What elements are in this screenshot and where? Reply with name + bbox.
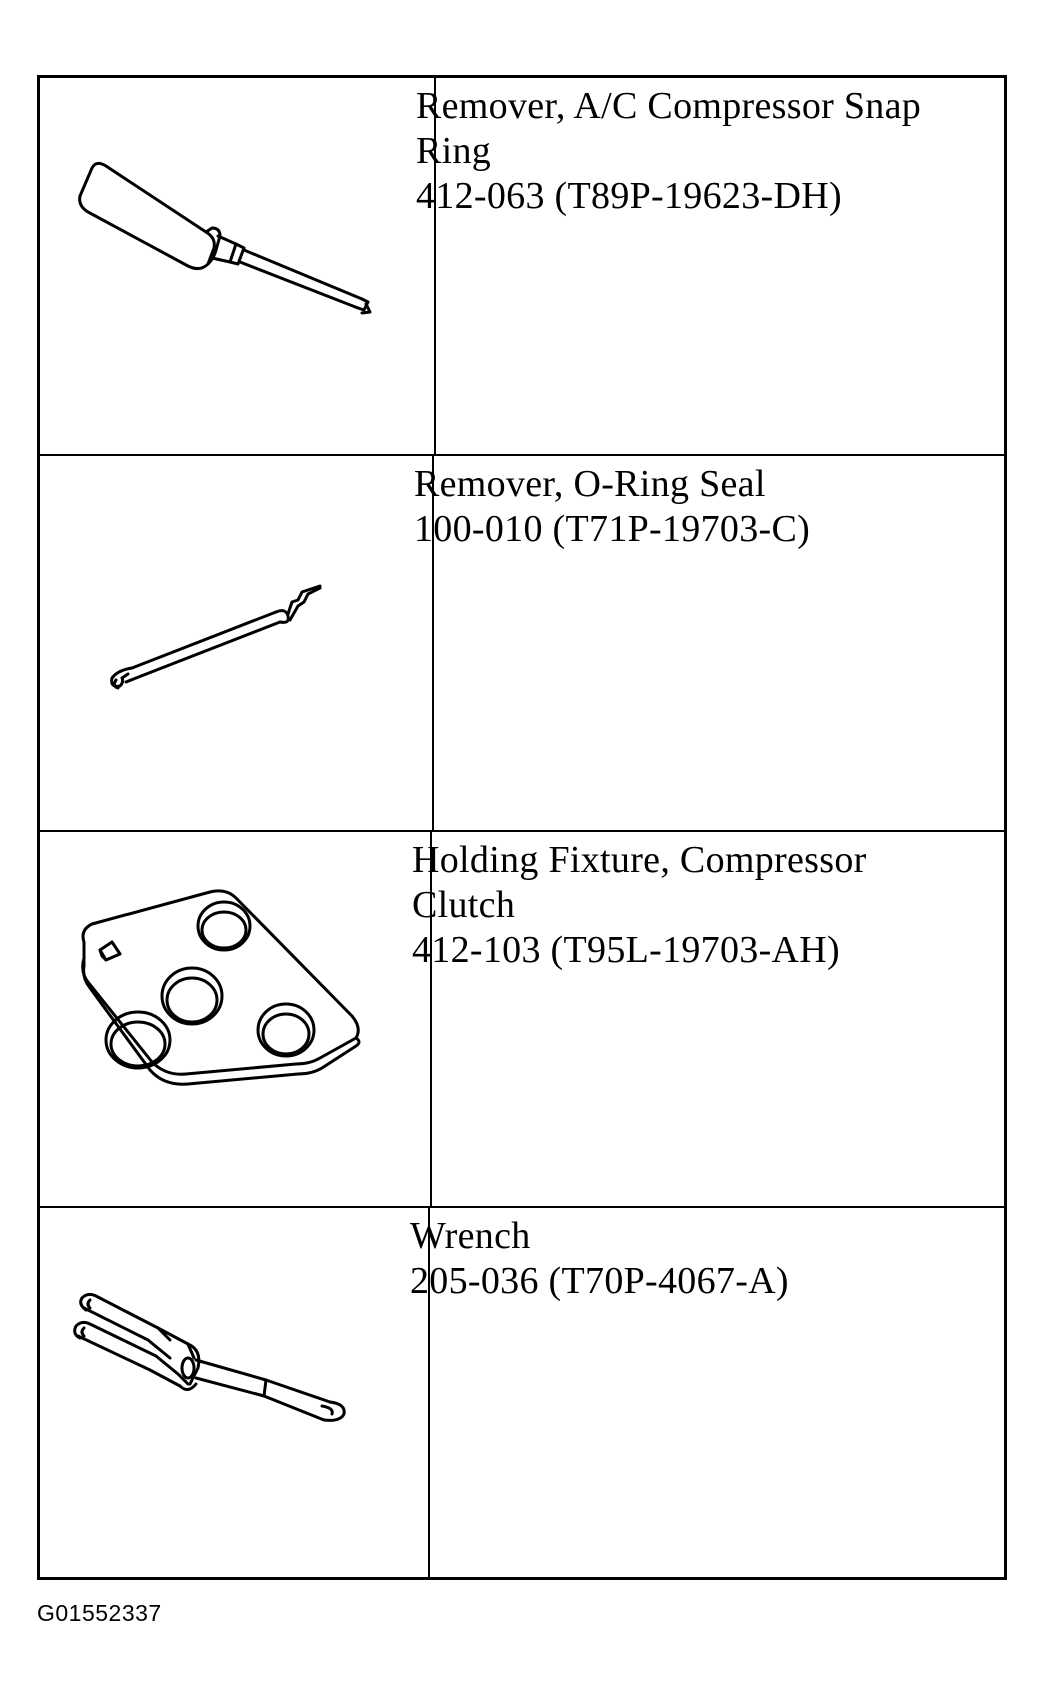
tool-description: Wrench 205-036 (T70P-4067-A) [410, 1214, 789, 1304]
tool-row: Holding Fixture, Compressor Clutch 412-1… [40, 832, 1004, 1206]
tool-part-number: 412-103 (T95L-19703-AH) [412, 929, 840, 971]
tool-part-number: 100-010 (T71P-19703-C) [414, 508, 811, 550]
tool-part-number: 412-063 (T89P-19623-DH) [416, 175, 842, 217]
tool-part-number: 205-036 (T70P-4067-A) [410, 1260, 789, 1302]
wrench-icon [73, 1292, 346, 1422]
figure-id: G01552337 [37, 1600, 162, 1626]
column-divider [434, 78, 436, 455]
holding-fixture-icon [81, 889, 361, 1086]
tool-name-line: Ring [416, 130, 492, 172]
tool-description: Holding Fixture, Compressor Clutch 412-1… [412, 838, 867, 973]
tool-name-line: Clutch [412, 884, 516, 926]
row-divider [40, 830, 1004, 832]
tool-description: Remover, A/C Compressor Snap Ring 412-06… [416, 84, 921, 219]
tool-name-line: Holding Fixture, Compressor [412, 839, 867, 881]
row-divider [40, 1206, 1004, 1208]
snap-ring-remover-icon [78, 161, 372, 315]
tool-row: Remover, O-Ring Seal 100-010 (T71P-19703… [40, 456, 1004, 830]
column-divider [432, 455, 434, 831]
column-divider [430, 831, 432, 1207]
tool-row: Wrench 205-036 (T70P-4067-A) [40, 1208, 1004, 1580]
row-divider [40, 454, 1004, 456]
tool-name-line: Remover, O-Ring Seal [414, 463, 766, 505]
o-ring-seal-remover-icon [110, 584, 322, 690]
column-divider [428, 1207, 430, 1580]
tool-name-line: Remover, A/C Compressor Snap [416, 85, 922, 127]
tool-row: Remover, A/C Compressor Snap Ring 412-06… [40, 78, 1004, 454]
tool-description: Remover, O-Ring Seal 100-010 (T71P-19703… [414, 462, 810, 552]
tool-name-line: Wrench [410, 1215, 531, 1257]
special-tools-table: Remover, A/C Compressor Snap Ring 412-06… [37, 75, 1007, 1580]
